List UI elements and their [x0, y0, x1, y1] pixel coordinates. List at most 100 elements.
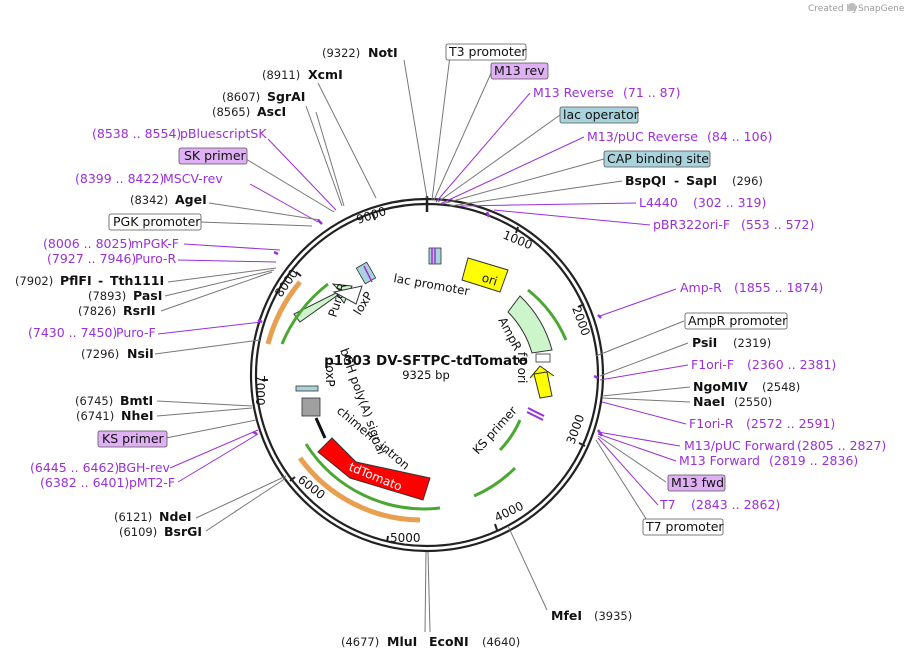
snapgene-logo-icon	[848, 3, 856, 11]
line-xcmi	[317, 82, 377, 199]
intron-mark	[314, 417, 327, 439]
ndei-label[interactable]: NdeI	[159, 509, 192, 524]
bmti-label[interactable]: BmtI	[120, 393, 153, 408]
pgk-promoter-box[interactable]	[108, 213, 202, 231]
feature-tdtomato[interactable]: tdTomato	[297, 437, 441, 523]
f1ori-f-range: (2360 .. 2381)	[747, 357, 836, 372]
bsrgi-label[interactable]: BsrGI	[164, 524, 202, 539]
feature-lac-promoter[interactable]: lac promoter	[392, 247, 471, 298]
t7-promoter-box[interactable]	[642, 518, 724, 536]
marker-puro-f	[257, 318, 263, 324]
feature-pgk-promoter[interactable]	[332, 285, 363, 305]
line-m13-fwd	[597, 435, 667, 483]
econi-label[interactable]: EcoNI	[429, 634, 469, 649]
marker-mscv	[317, 219, 323, 225]
puro-r-label[interactable]: Puro-R	[135, 251, 176, 266]
line-sgrai	[305, 105, 343, 207]
m13-forward-label[interactable]: M13 Forward	[679, 453, 760, 468]
nhei-label[interactable]: NheI	[121, 408, 154, 423]
ori-label: ori	[480, 271, 499, 289]
ndei-pos: (6121)	[114, 510, 152, 524]
plasmid-size: 9325 bp	[402, 368, 450, 382]
bspqi-pos: (296)	[732, 174, 763, 188]
t3-promoter-box[interactable]	[445, 43, 527, 61]
m13-reverse-label[interactable]: M13 Reverse	[533, 85, 614, 100]
m13-forward-range: (2819 .. 2836)	[769, 453, 858, 468]
mlui-label[interactable]: MluI	[387, 634, 417, 649]
rsrii-label[interactable]: RsrII	[123, 303, 156, 318]
pmt2-f-range: (6382 .. 6401)	[40, 475, 129, 490]
pgk-promoter-label: PGK promoter	[113, 214, 201, 229]
ampr-promoter-box[interactable]	[684, 312, 788, 330]
bgh-polya-shape	[301, 397, 321, 417]
ks-primer-box[interactable]	[97, 430, 168, 448]
amp-r-label[interactable]: Amp-R	[680, 280, 722, 295]
puro-f-label[interactable]: Puro-F	[116, 325, 156, 340]
ampr-arrow	[507, 295, 553, 354]
m13-fwd-box[interactable]	[667, 474, 726, 492]
bmti-pos: (6745)	[75, 394, 113, 408]
tick-label-9000: 9000	[355, 204, 388, 227]
tick-label-4000: 4000	[492, 499, 526, 525]
nsii-label[interactable]: NsiI	[127, 346, 154, 361]
naei-label[interactable]: NaeI	[693, 394, 725, 409]
mpgk-f-label[interactable]: mPGK-F	[131, 236, 179, 251]
line-mpgk-f	[183, 243, 281, 251]
feature-f1-ori[interactable]: f1 ori	[515, 352, 555, 399]
pbr322ori-f-label[interactable]: pBR322ori-F	[653, 217, 730, 232]
f1-ori-arrow	[529, 365, 555, 399]
lac-promoter-label: lac promoter	[392, 271, 470, 298]
l4440-label[interactable]: L4440	[639, 195, 678, 210]
feature-loxp-left[interactable]: loxP	[295, 362, 337, 392]
feature-ampr[interactable]: AmpR	[495, 288, 568, 363]
puror-orf-orange	[265, 280, 302, 345]
pbluescriptsk-label[interactable]: pBluescriptSK	[180, 126, 267, 141]
f1ori-f-label[interactable]: F1ori-F	[691, 357, 734, 372]
m13-rev-box[interactable]	[490, 62, 549, 80]
rsrii-pos: (7826)	[78, 304, 116, 318]
puro-f-range: (7430 .. 7450)	[28, 325, 117, 340]
sgrai-label[interactable]: SgrAI	[267, 89, 305, 104]
pasi-label[interactable]: PasI	[133, 288, 162, 303]
bgh-rev-label[interactable]: BGH-rev	[118, 460, 171, 475]
pmt2-f-label[interactable]: pMT2-F	[129, 475, 175, 490]
t7-label[interactable]: T7	[659, 497, 676, 512]
t7-promoter-label: T7 promoter	[645, 519, 724, 534]
m13-fwd-label: M13 fwd	[671, 475, 724, 490]
m13-puc-reverse-label[interactable]: M13/pUC Reverse	[587, 129, 698, 144]
m13-puc-forward-label[interactable]: M13/pUC Forward	[684, 438, 795, 453]
f1ori-r-label[interactable]: F1ori-R	[689, 416, 734, 431]
mscv-rev-label[interactable]: MSCV-rev	[163, 171, 223, 186]
line-m13-reverse	[435, 92, 531, 203]
feature-ori[interactable]: ori	[461, 257, 509, 293]
line-lac-operator	[437, 114, 561, 203]
psii-label[interactable]: PsiI	[692, 335, 717, 350]
line-sk-primer	[245, 158, 335, 213]
sk-primer-box[interactable]	[178, 147, 248, 165]
l4440-range: (302 .. 319)	[693, 195, 766, 210]
line-pbluescriptsk	[267, 138, 337, 211]
noti-label[interactable]: NotI	[368, 45, 398, 60]
cap-binding-site-box[interactable]	[603, 150, 711, 168]
pbr322ori-f-range: (553 .. 572)	[741, 217, 814, 232]
bspqi-label[interactable]: BspQI	[625, 173, 666, 188]
tth111i-label[interactable]: Tth111I	[110, 273, 164, 288]
pflfi-label[interactable]: PflFI	[60, 273, 92, 288]
mfei-label[interactable]: MfeI	[551, 608, 582, 623]
xcmi-label[interactable]: XcmI	[308, 67, 343, 82]
line-pbr322	[493, 209, 651, 226]
noti-pos: (9322)	[322, 46, 360, 60]
puro-r-range: (7927 .. 7946)	[47, 251, 136, 266]
line-mscv-rev	[249, 183, 319, 223]
sgrai-pos: (8607)	[222, 90, 260, 104]
line-bsrgi	[205, 477, 287, 532]
plasmid-name: p1303 DV-SFTPC-tdTomato	[324, 353, 528, 369]
lac-operator-box[interactable]	[559, 106, 639, 124]
line-m13-puc-reverse	[439, 136, 585, 205]
psii-pos: (2319)	[733, 336, 771, 350]
asci-label[interactable]: AscI	[257, 104, 286, 119]
ngomiv-label[interactable]: NgoMIV	[693, 379, 748, 394]
feature-ks-primer-inner[interactable]: KS primer	[470, 404, 545, 457]
agei-label[interactable]: AgeI	[175, 192, 207, 207]
sapi-label[interactable]: SapI	[686, 173, 717, 188]
